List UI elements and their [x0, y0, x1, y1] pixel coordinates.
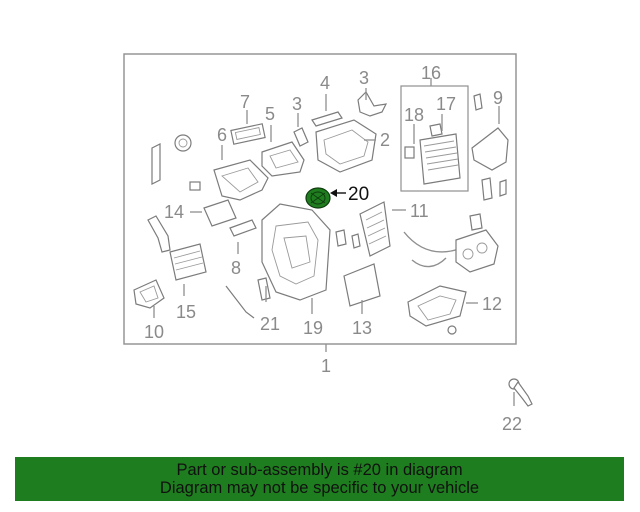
- label-2: 2: [380, 130, 390, 150]
- group-16-frame: [400, 85, 469, 192]
- part-15: [147, 215, 207, 281]
- part-17: [419, 123, 461, 185]
- part-21: [225, 277, 271, 319]
- part-7: [230, 123, 266, 145]
- label-15: 15: [176, 302, 196, 322]
- label-19: 19: [303, 318, 323, 338]
- part-3-right: [357, 91, 388, 117]
- harness-right: [403, 213, 499, 273]
- label-8: 8: [231, 258, 241, 278]
- part-11: [335, 201, 391, 257]
- info-banner: Part or sub-assembly is #20 in diagram D…: [15, 457, 624, 501]
- label-21: 21: [260, 314, 280, 334]
- part-4: [311, 111, 343, 127]
- label-3-right: 3: [359, 68, 369, 88]
- part-3-left: [293, 127, 309, 147]
- label-11: 11: [410, 201, 429, 221]
- label-22: 22: [502, 414, 522, 434]
- banner-line-2: Diagram may not be specific to your vehi…: [159, 479, 480, 497]
- label-3-left: 3: [292, 94, 302, 114]
- label-9: 9: [493, 88, 503, 108]
- part-13: [343, 263, 381, 307]
- label-14: 14: [164, 202, 184, 222]
- part-9: [471, 93, 509, 171]
- label-5: 5: [265, 104, 275, 124]
- label-13: 13: [352, 318, 372, 338]
- part-10: [133, 279, 165, 309]
- part-8: [229, 219, 257, 237]
- assembly-frame: [123, 53, 517, 345]
- part-6: [213, 159, 269, 201]
- misc-parts-left: [151, 134, 507, 201]
- parts-diagram: 16 1 7 6 5 3 4 3 2: [123, 53, 533, 434]
- part-20-highlighted[interactable]: [305, 187, 331, 209]
- part-14: [203, 199, 237, 227]
- label-6: 6: [217, 125, 227, 145]
- label-7: 7: [240, 92, 250, 112]
- part-5: [261, 141, 305, 177]
- label-1: 1: [321, 356, 331, 376]
- part-19: [261, 203, 331, 301]
- part-18: [404, 146, 415, 159]
- part-12: [407, 285, 467, 335]
- part-2: [315, 119, 377, 173]
- label-20: 20: [348, 184, 369, 205]
- label-18: 18: [404, 105, 424, 125]
- banner-line-1: Part or sub-assembly is #20 in diagram: [176, 461, 463, 479]
- label-16: 16: [421, 63, 441, 83]
- part-22: [508, 378, 533, 407]
- label-10: 10: [144, 322, 164, 342]
- label-4: 4: [320, 73, 330, 93]
- arrow-20-head: [330, 189, 337, 197]
- label-17: 17: [436, 94, 456, 114]
- label-12: 12: [482, 294, 502, 314]
